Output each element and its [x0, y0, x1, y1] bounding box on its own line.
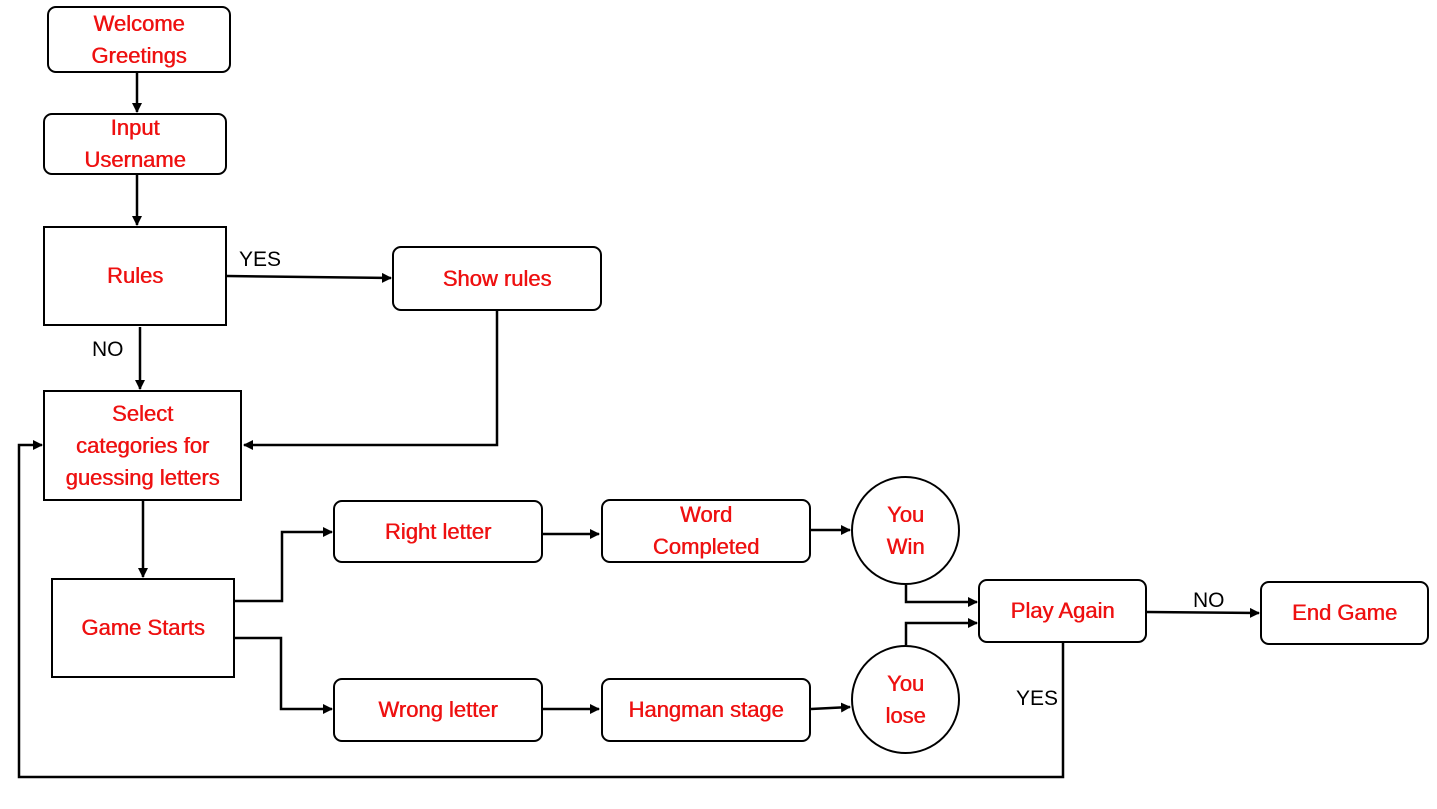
node-game-starts: Game Starts	[51, 578, 235, 678]
node-rules-label: Rules	[106, 263, 164, 288]
node-hangman-stage: Hangman stage	[601, 678, 811, 742]
node-you-win-label: You Win	[886, 501, 925, 559]
node-show-rules-label: Show rules	[442, 265, 552, 291]
arrow-you-lose-to-play-again	[904, 618, 978, 645]
node-input-username-label: Input Username	[84, 115, 186, 172]
arrow-you-win-to-play-again	[904, 585, 978, 607]
node-game-starts-label: Game Starts	[81, 615, 205, 640]
node-wrong-letter: Wrong letter	[333, 678, 543, 742]
node-right-letter: Right letter	[333, 500, 543, 563]
node-right-letter-label: Right letter	[384, 518, 492, 544]
node-you-lose-label: You lose	[885, 670, 926, 728]
node-you-lose: You lose	[851, 645, 960, 754]
edge-label-play-again-no: NO	[1193, 589, 1225, 612]
node-word-completed: Word Completed	[601, 499, 811, 563]
arrow-game-starts-to-right-letter	[235, 527, 333, 603]
arrow-play-again-to-end-game	[1146, 607, 1260, 618]
node-rules: Rules	[43, 226, 227, 326]
node-show-rules: Show rules	[392, 246, 602, 311]
arrow-game-starts-to-wrong-letter	[235, 636, 333, 714]
node-select-categories: Select categories for guessing letters	[43, 390, 242, 501]
node-end-game: End Game	[1260, 581, 1429, 645]
node-welcome-greetings: Welcome Greetings	[47, 6, 231, 73]
edge-label-rules-no: NO	[92, 338, 124, 361]
node-hangman-stage-label: Hangman stage	[628, 697, 784, 722]
arrow-show-rules-to-select	[243, 311, 499, 450]
node-wrong-letter-label: Wrong letter	[378, 697, 498, 722]
node-play-again-label: Play Again	[1010, 598, 1115, 623]
edge-label-play-again-yes: YES	[1016, 687, 1059, 710]
node-play-again: Play Again	[978, 579, 1147, 643]
edge-label-rules-yes: YES	[239, 248, 282, 271]
arrow-rules-to-show-rules	[226, 272, 392, 283]
node-you-win: You Win	[851, 476, 960, 585]
node-end-game-label: End Game	[1291, 600, 1398, 625]
node-select-categories-label: Select categories for guessing letters	[65, 400, 220, 490]
node-word-completed-label: Word Completed	[652, 502, 760, 559]
arrow-hangman-to-you-lose	[810, 702, 851, 713]
node-welcome-greetings-label: Welcome Greetings	[91, 10, 187, 68]
node-input-username: Input Username	[43, 113, 227, 175]
arrow-play-again-loop-to-select	[17, 440, 1065, 779]
